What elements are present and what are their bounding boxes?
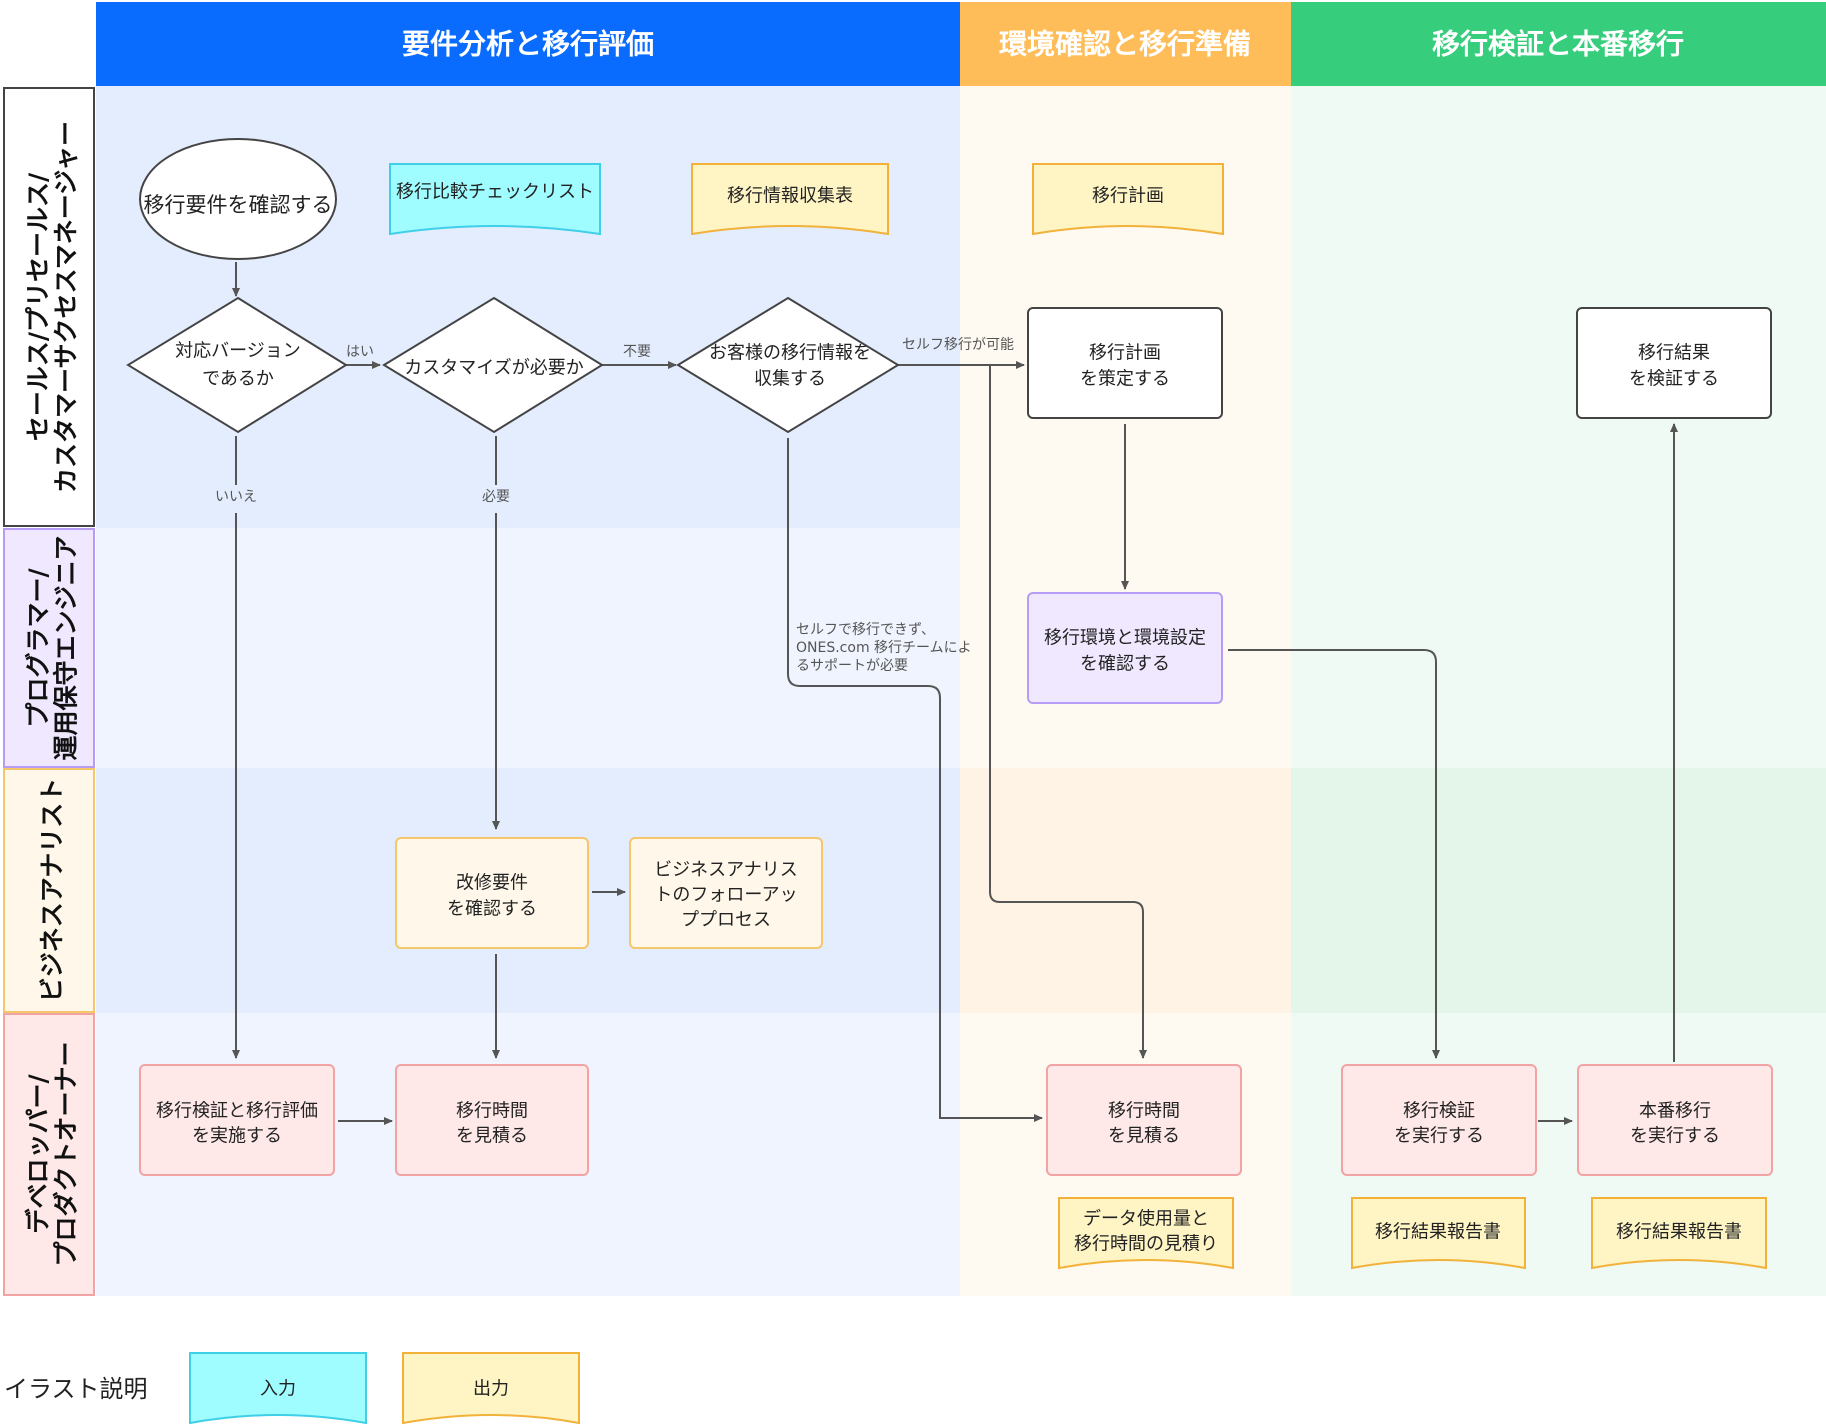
estimate-time-1-node-shape <box>395 1064 589 1176</box>
env-confirm-node-shape <box>1027 592 1223 704</box>
decision-collect-text-line2: 収集する <box>754 369 826 390</box>
plan-node-text-line2: を策定する <box>1080 369 1170 390</box>
decision-version-text-line2: であるか <box>202 369 274 390</box>
verify-eval-node-text-line2: を実施する <box>192 1126 282 1147</box>
decision-customize-shape <box>382 296 604 434</box>
lane-header-sales <box>3 87 95 527</box>
mod-requirements-node-shape <box>395 837 589 949</box>
ba-followup-node-text-line1: ビジネスアナリス <box>654 860 798 881</box>
legend-title: イラスト説明 <box>4 1375 148 1403</box>
legend-output-shape <box>402 1352 580 1425</box>
start-node-shape <box>139 138 337 260</box>
decision-version-shape <box>126 296 348 434</box>
legend: イラスト説明 入力 出力 <box>4 1352 580 1425</box>
doc-report-1-shape <box>1351 1197 1526 1270</box>
lane-title-sales-line1: セールス/プリセールス/ <box>24 172 53 441</box>
lane-headers: セールス/プリセールス/ カスタマーサクセスマネージャー プログラマー/ 運用保… <box>3 87 95 1296</box>
lane-title-sales-line2: カスタマーサクセスマネージャー <box>52 121 81 493</box>
doc-info-sheet-text: 移行情報収集表 <box>727 186 853 207</box>
column-title-environment: 環境確認と移行準備 <box>999 28 1251 61</box>
legend-input-label: 入力 <box>260 1379 296 1400</box>
doc-checklist-text: 移行比較チェックリスト <box>396 182 594 203</box>
plan-node-text-line1: 移行計画 <box>1089 343 1161 364</box>
cell-programmer-col1 <box>96 528 960 768</box>
edge-label-self-not-possible-line2: ONES.com 移行チームによ <box>796 640 972 656</box>
cell-sales-col3 <box>1291 86 1826 768</box>
lane-title-dev-line2: プロダクトオーナー <box>52 1041 81 1266</box>
exec-verify-node-text-line1: 移行検証 <box>1403 1101 1475 1122</box>
nodes: 移行要件を確認する 移行比較チェックリスト 移行情報収集表 移行計画 対応バージ… <box>126 138 1773 1270</box>
env-confirm-node-text-line1: 移行環境と環境設定 <box>1044 628 1206 649</box>
edge-label-no-need: 不要 <box>623 344 651 360</box>
edge-label-need: 必要 <box>482 489 510 505</box>
edge-label-no: いいえ <box>215 489 257 505</box>
doc-report-1-text: 移行結果報告書 <box>1375 1222 1501 1243</box>
edge-label-self-not-possible-line1: セルフで移行できず、 <box>796 622 935 638</box>
doc-data-estimate-text-line2: 移行時間の見積り <box>1074 1234 1218 1255</box>
result-verify-node-text-line1: 移行結果 <box>1638 343 1710 364</box>
plan-node-shape <box>1027 307 1223 419</box>
estimate-time-2-node-text-line1: 移行時間 <box>1108 1101 1180 1122</box>
exec-prod-node-text-line1: 本番移行 <box>1639 1101 1711 1122</box>
edge-label-self-possible: セルフ移行が可能 <box>902 337 1014 353</box>
lane-header-dev <box>3 1013 95 1296</box>
exec-prod-node-shape <box>1577 1064 1773 1176</box>
decision-version-text-line1: 対応バージョン <box>175 341 301 362</box>
lane-title-dev-line1: デベロッパー/ <box>24 1074 53 1234</box>
exec-verify-node-text-line2: を実行する <box>1394 1126 1484 1147</box>
estimate-time-2-node-text-line2: を見積る <box>1108 1126 1180 1147</box>
ba-followup-node-text-line3: ププロセス <box>681 910 771 931</box>
estimate-time-1-node-text-line2: を見積る <box>456 1126 528 1147</box>
doc-info-sheet-shape <box>691 163 889 236</box>
ba-followup-node-shape <box>629 837 823 949</box>
decision-collect-text-line1: お客様の移行情報を <box>709 343 871 364</box>
doc-report-2-text: 移行結果報告書 <box>1616 1222 1742 1243</box>
doc-checklist-shape <box>389 163 601 236</box>
column-title-verification: 移行検証と本番移行 <box>1432 28 1684 61</box>
decision-customize-text: カスタマイズが必要か <box>404 358 583 379</box>
lane-title-ba: ビジネスアナリスト <box>38 778 67 1003</box>
doc-data-estimate-text-line1: データ使用量と <box>1083 1209 1209 1230</box>
doc-report-2-shape <box>1591 1197 1767 1270</box>
column-title-requirements: 要件分析と移行評価 <box>402 28 654 61</box>
env-confirm-node-text-line2: を確認する <box>1080 654 1170 675</box>
lane-header-ba <box>3 768 95 1013</box>
edges <box>236 262 1678 1125</box>
edge-self-to-estimate-2 <box>989 365 1147 1059</box>
legend-output-label: 出力 <box>473 1379 509 1400</box>
result-verify-node-text-line2: を検証する <box>1629 369 1719 390</box>
legend-input-shape <box>189 1352 367 1425</box>
mod-requirements-node-text-line1: 改修要件 <box>456 873 528 894</box>
lane-header-programmer <box>3 528 95 768</box>
edge-labels: はい 不要 セルフ移行が可能 いいえ 必要 セルフで移行できず、 ONES.co… <box>215 337 1014 674</box>
verify-eval-node-text-line1: 移行検証と移行評価 <box>156 1101 318 1122</box>
doc-data-estimate-shape <box>1058 1197 1234 1270</box>
cell-ba-col2 <box>960 768 1291 1013</box>
column-headers: 要件分析と移行評価 環境確認と移行準備 移行検証と本番移行 <box>96 2 1826 86</box>
cell-ba-col3 <box>1291 768 1826 1013</box>
ba-followup-node-text-line2: トのフォローアッ <box>654 885 797 906</box>
column-header-requirements <box>96 2 960 86</box>
doc-plan-shape <box>1032 163 1224 236</box>
exec-prod-node-text-line2: を実行する <box>1630 1126 1720 1147</box>
lane-backgrounds <box>96 86 1826 1296</box>
estimate-time-1-node-text-line1: 移行時間 <box>456 1101 528 1122</box>
edge-label-self-not-possible-line3: るサポートが必要 <box>796 658 908 674</box>
result-verify-node-shape <box>1576 307 1772 419</box>
start-node-text: 移行要件を確認する <box>144 193 333 217</box>
edge-collect-to-estimate-2 <box>787 438 1043 1122</box>
exec-verify-node-shape <box>1341 1064 1537 1176</box>
edge-label-yes: はい <box>346 344 374 360</box>
column-header-environment <box>960 2 1291 86</box>
estimate-time-2-node-shape <box>1046 1064 1242 1176</box>
decision-collect-shape <box>676 296 900 434</box>
column-header-verification <box>1291 2 1826 86</box>
lane-title-programmer-line2: 運用保守エンジニア <box>52 535 81 760</box>
mod-requirements-node-text-line2: を確認する <box>447 899 537 920</box>
doc-plan-text: 移行計画 <box>1092 186 1164 207</box>
edge-env-to-exec-verify <box>1228 649 1440 1059</box>
lane-title-programmer-line1: プログラマー/ <box>24 568 53 728</box>
verify-eval-node-shape <box>139 1064 335 1176</box>
